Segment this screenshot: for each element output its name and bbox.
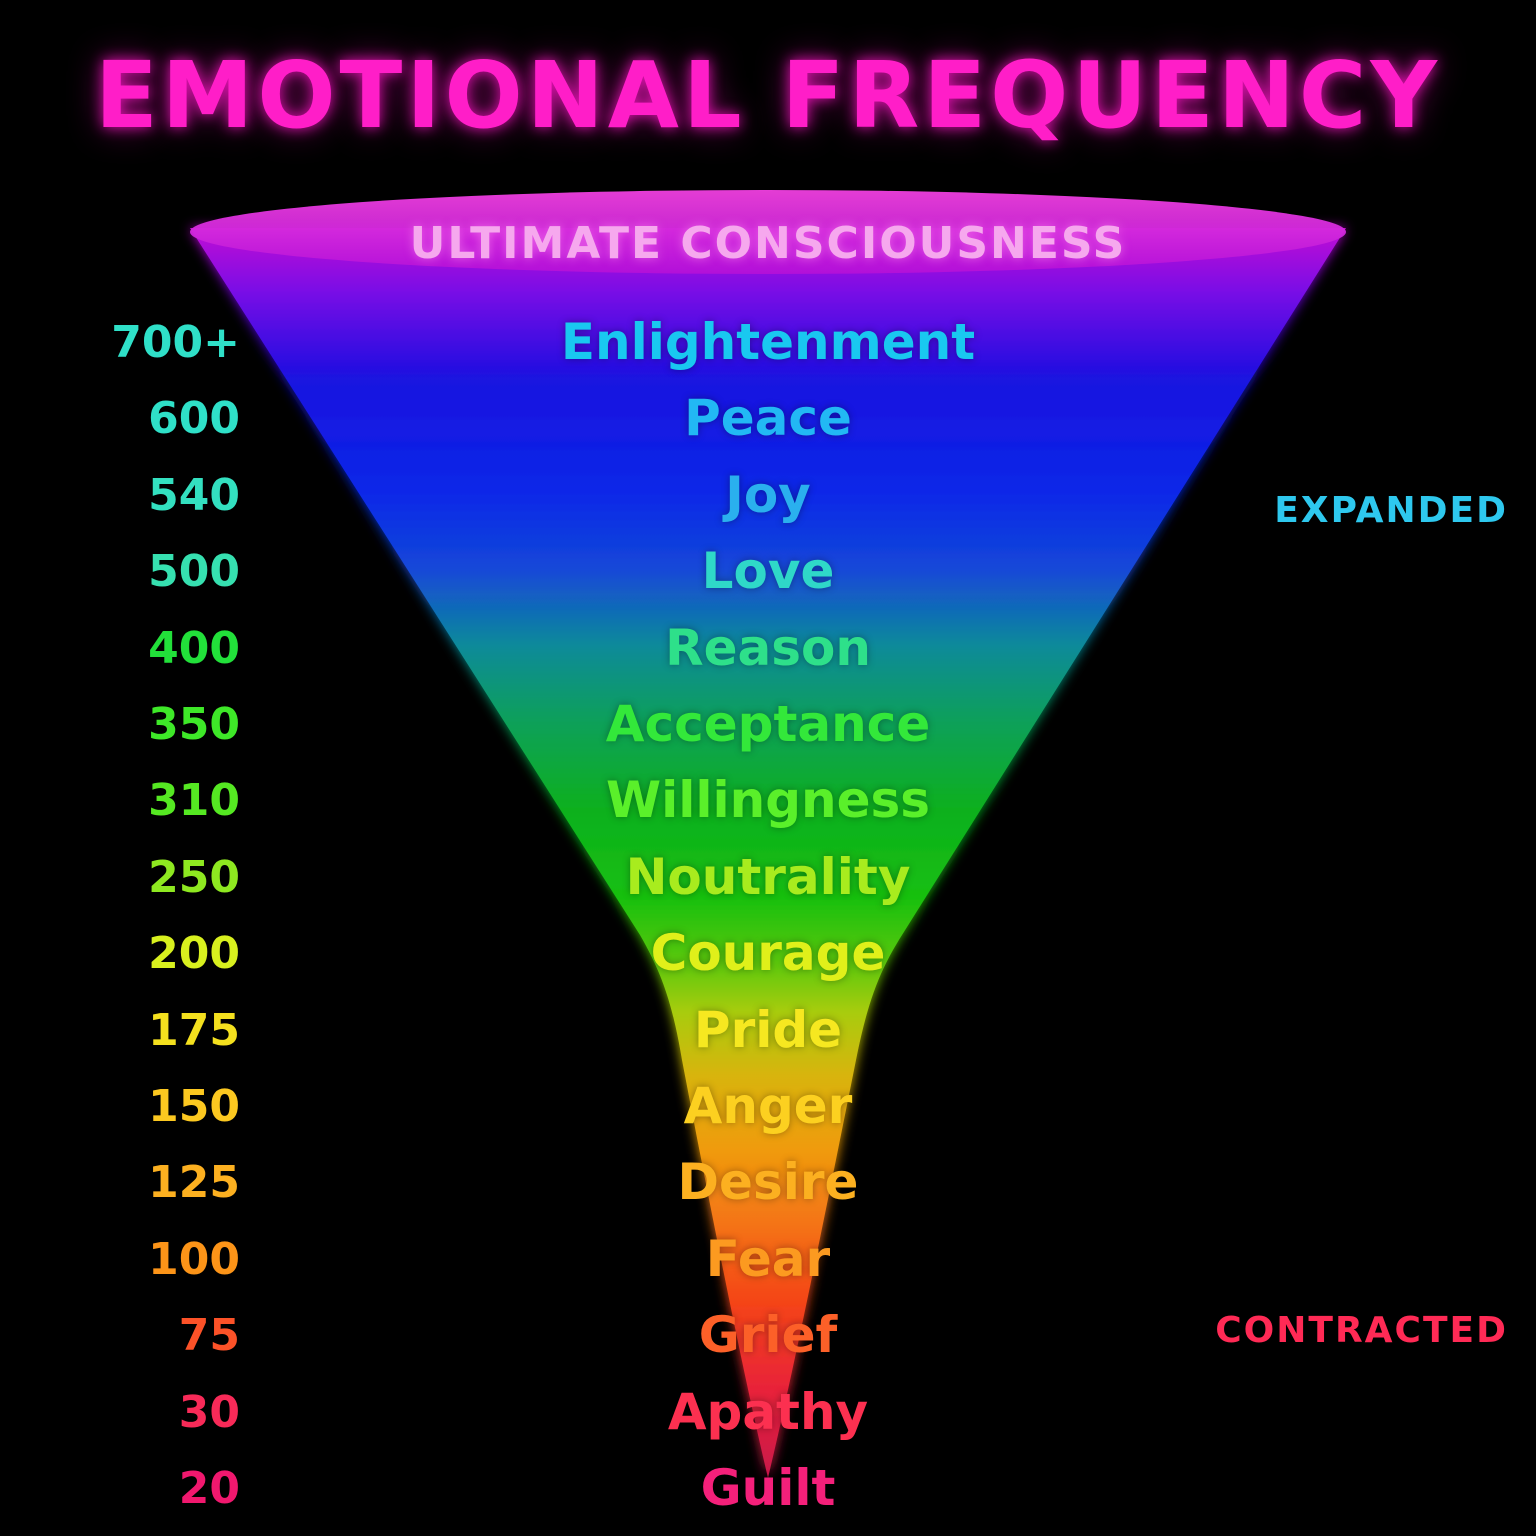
frequency-value: 150 xyxy=(148,1081,240,1132)
emotion-label: Guilt xyxy=(700,1459,836,1517)
frequency-value: 310 xyxy=(148,775,240,827)
frequency-value: 125 xyxy=(148,1157,240,1209)
emotion-label: Willingness xyxy=(605,771,931,830)
emotion-label: Acceptance xyxy=(605,695,931,753)
expanded-label: EXPANDED xyxy=(1274,490,1508,531)
funnel-top-label: ULTIMATE CONSCIOUSNESS xyxy=(409,218,1127,269)
frequency-value: 75 xyxy=(178,1310,240,1362)
emotion-label: Apathy xyxy=(667,1382,869,1441)
frequency-value: 30 xyxy=(178,1386,240,1438)
emotion-label: Peace xyxy=(684,389,852,448)
frequency-value: 100 xyxy=(148,1233,240,1285)
emotion-label: Enlightenment xyxy=(560,313,976,371)
frequency-value: 20 xyxy=(178,1463,240,1514)
emotion-label: Grief xyxy=(698,1306,838,1365)
frequency-value: 400 xyxy=(148,622,240,674)
frequency-value: 540 xyxy=(148,469,240,521)
emotion-label: Reason xyxy=(665,618,871,677)
emotion-label: Noutrality xyxy=(625,847,911,906)
emotion-label: Love xyxy=(701,542,835,601)
emotion-label: Courage xyxy=(650,924,886,983)
frequency-value: 350 xyxy=(148,699,240,750)
emotion-label: Desire xyxy=(677,1153,859,1212)
funnel-rim xyxy=(190,190,1346,274)
frequency-value: 200 xyxy=(148,928,240,980)
contracted-label: CONTRACTED xyxy=(1215,1310,1508,1351)
emotion-label: Pride xyxy=(693,1000,843,1059)
frequency-value: 175 xyxy=(148,1004,240,1056)
page-title: EMOTIONAL FREQUENCY xyxy=(94,42,1442,149)
frequency-value: 250 xyxy=(148,851,240,903)
funnel-body xyxy=(190,228,1346,1478)
frequency-value: 700+ xyxy=(111,317,240,368)
emotion-label: Joy xyxy=(725,465,811,524)
frequency-value: 600 xyxy=(148,393,240,445)
emotion-label: Fear xyxy=(705,1229,831,1288)
frequency-value: 500 xyxy=(148,546,240,598)
emotion-label: Anger xyxy=(683,1077,853,1135)
